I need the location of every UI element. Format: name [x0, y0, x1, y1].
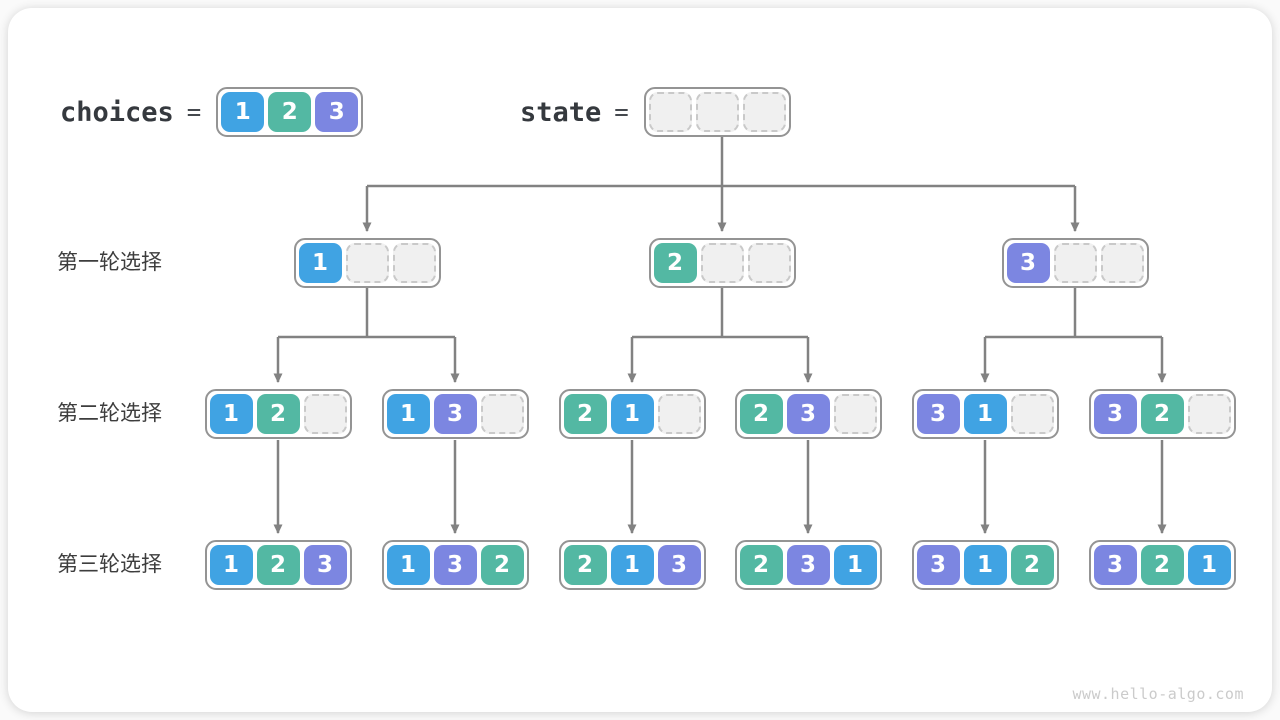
- cell-value-3: 3: [303, 545, 347, 585]
- state-array: [643, 87, 791, 137]
- tree-node-L1-0: 1: [293, 238, 441, 288]
- cell-empty: [833, 394, 877, 434]
- cell-value-2: 2: [563, 394, 607, 434]
- cell-empty: [345, 243, 389, 283]
- cell-value-2: 2: [1140, 545, 1184, 585]
- cell-value-1: 1: [386, 545, 430, 585]
- cell-empty: [695, 92, 739, 132]
- cell-empty: [480, 394, 524, 434]
- cell-value-2: 2: [268, 92, 312, 132]
- cell-value-2: 2: [256, 394, 300, 434]
- cell-value-1: 1: [221, 92, 265, 132]
- cell-value-1: 1: [386, 394, 430, 434]
- cell-value-3: 3: [786, 545, 830, 585]
- tree-node-L1-2: 3: [1001, 238, 1149, 288]
- cell-empty: [1187, 394, 1231, 434]
- cell-value-3: 3: [786, 394, 830, 434]
- cell-value-3: 3: [657, 545, 701, 585]
- cell-empty: [700, 243, 744, 283]
- cell-empty: [1100, 243, 1144, 283]
- cell-value-3: 3: [433, 394, 477, 434]
- cell-value-2: 2: [256, 545, 300, 585]
- cell-empty: [1010, 394, 1054, 434]
- cell-value-2: 2: [480, 545, 524, 585]
- state-group: state =: [520, 86, 791, 138]
- cell-value-3: 3: [916, 545, 960, 585]
- cell-empty: [648, 92, 692, 132]
- cell-value-1: 1: [610, 394, 654, 434]
- cell-value-1: 1: [833, 545, 877, 585]
- cell-value-2: 2: [1010, 545, 1054, 585]
- cell-value-2: 2: [739, 394, 783, 434]
- cell-value-2: 2: [1140, 394, 1184, 434]
- cell-value-2: 2: [563, 545, 607, 585]
- cell-value-3: 3: [1006, 243, 1050, 283]
- cell-value-2: 2: [739, 545, 783, 585]
- equals-sign: =: [186, 98, 202, 126]
- cell-empty: [747, 243, 791, 283]
- tree-node-L1-1: 2: [648, 238, 796, 288]
- cell-value-3: 3: [1093, 545, 1137, 585]
- cell-value-1: 1: [1187, 545, 1231, 585]
- choices-label: choices: [60, 96, 174, 128]
- cell-value-1: 1: [209, 394, 253, 434]
- cell-empty: [1053, 243, 1097, 283]
- watermark: www.hello-algo.com: [1072, 685, 1244, 703]
- equals-sign: =: [614, 98, 629, 126]
- cell-empty: [657, 394, 701, 434]
- cell-value-1: 1: [209, 545, 253, 585]
- cell-empty: [742, 92, 786, 132]
- cell-value-3: 3: [315, 92, 359, 132]
- state-label: state: [520, 96, 602, 128]
- cell-empty: [392, 243, 436, 283]
- cell-value-3: 3: [1093, 394, 1137, 434]
- round-1-label: 第一轮选择: [57, 251, 162, 274]
- cell-value-1: 1: [963, 545, 1007, 585]
- cell-value-1: 1: [298, 243, 342, 283]
- cell-value-1: 1: [963, 394, 1007, 434]
- round-3-label: 第三轮选择: [57, 553, 162, 576]
- cell-value-1: 1: [610, 545, 654, 585]
- cell-value-3: 3: [433, 545, 477, 585]
- round-2-label: 第二轮选择: [57, 402, 162, 425]
- cell-value-2: 2: [653, 243, 697, 283]
- cell-empty: [303, 394, 347, 434]
- cell-value-3: 3: [916, 394, 960, 434]
